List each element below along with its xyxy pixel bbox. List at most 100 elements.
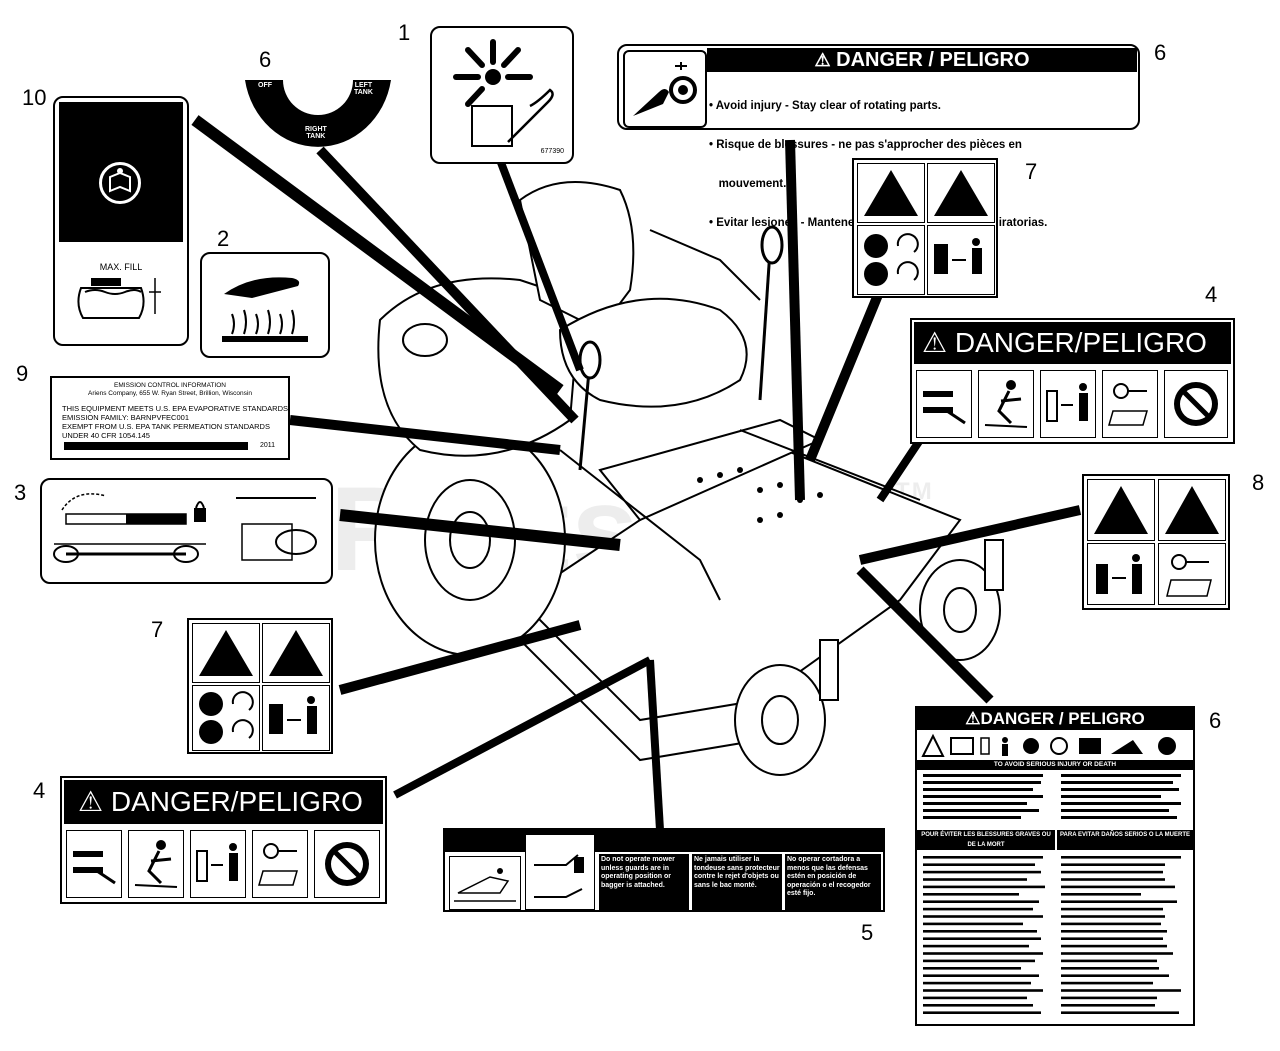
caster-wheel-front bbox=[734, 639, 839, 776]
keep-distance-icon bbox=[927, 225, 995, 295]
callout-7-right: 7 bbox=[1025, 159, 1038, 184]
decal-warning-7-left bbox=[187, 618, 333, 754]
danger-top-line-en: • Avoid injury - Stay clear of rotating … bbox=[709, 100, 941, 112]
footplate bbox=[697, 467, 823, 523]
leader-1 bbox=[496, 158, 584, 372]
decal-fuel-selector bbox=[245, 80, 391, 147]
fine-print-line bbox=[1061, 981, 1153, 985]
danger-4-right-title-bar: ⚠ DANGER/PELIGRO bbox=[914, 322, 1231, 364]
fine-print-line bbox=[923, 930, 1037, 933]
fine-print-line bbox=[923, 878, 1027, 881]
fine-print-line bbox=[923, 907, 1033, 911]
callout-6-top: 6 bbox=[1154, 40, 1167, 65]
fine-print-line bbox=[1061, 989, 1181, 992]
danger-large-es-head: PARA EVITAR DAÑOS SERIOS O LA MUERTE bbox=[1057, 830, 1193, 850]
warning-triangle-6 bbox=[262, 623, 330, 683]
mower-body bbox=[377, 277, 582, 457]
decal-fuel-fill: MAX. FILL bbox=[53, 96, 189, 346]
fine-print-line bbox=[1061, 863, 1165, 866]
leader-3 bbox=[339, 509, 621, 551]
danger-top-title: DANGER / PELIGRO bbox=[836, 49, 1030, 71]
leader-6-large bbox=[856, 566, 994, 704]
callout-10: 10 bbox=[22, 85, 47, 110]
callout-7-left: 7 bbox=[151, 617, 164, 642]
danger-large-en-text-block bbox=[923, 774, 1181, 819]
warning-triangle-3 bbox=[1087, 479, 1155, 541]
fine-print-line bbox=[1061, 930, 1167, 933]
warning-triangle-4 bbox=[1158, 479, 1226, 541]
fine-print-line bbox=[1061, 922, 1161, 926]
fine-print-line bbox=[923, 893, 1019, 896]
leader-4-left bbox=[393, 656, 652, 799]
decal-warning-8 bbox=[1082, 474, 1230, 610]
danger-top-title-bar: ⚠ DANGER / PELIGRO bbox=[707, 48, 1137, 72]
bystander-distance-icon-left bbox=[190, 830, 246, 898]
callout-3: 3 bbox=[14, 480, 27, 505]
blade-rotation-icon bbox=[857, 225, 925, 295]
remove-key-icon-left bbox=[252, 830, 308, 898]
brake-diagram bbox=[53, 493, 317, 563]
callout-5: 5 bbox=[861, 920, 874, 945]
leader-7-right bbox=[805, 288, 885, 462]
fine-print-line bbox=[1061, 1004, 1155, 1007]
fine-print-line bbox=[923, 856, 1043, 859]
thrown-objects-icon bbox=[916, 370, 972, 438]
emission-line-1: THIS EQUIPMENT MEETS U.S. EPA EVAPORATIV… bbox=[62, 404, 289, 413]
fine-print-line bbox=[1061, 885, 1175, 889]
fine-print-line bbox=[1061, 856, 1181, 859]
fine-print-line bbox=[923, 922, 1023, 926]
warning-triangle-5 bbox=[192, 623, 260, 683]
emission-line-2: EMISSION FAMILY: BARNPVFEC001 bbox=[62, 413, 189, 422]
danger-large-title: DANGER / PELIGRO bbox=[980, 709, 1145, 728]
emission-year: 2011 bbox=[260, 442, 276, 449]
read-manual-icon bbox=[99, 162, 141, 204]
emission-title: EMISSION CONTROL INFORMATION bbox=[114, 382, 226, 389]
decal-danger-4-left: ⚠ DANGER/PELIGRO bbox=[60, 776, 387, 904]
steering-levers bbox=[578, 225, 784, 471]
decal-warning-7-right bbox=[852, 158, 998, 298]
warning-triangle-2 bbox=[927, 163, 995, 223]
fine-print-line bbox=[1061, 967, 1159, 970]
decal-5-text-es: No operar cortadora a menos que las defe… bbox=[785, 854, 881, 910]
leader-6-fuel bbox=[316, 146, 579, 424]
leader-5 bbox=[646, 659, 664, 831]
decal-1-part-number: 677390 bbox=[540, 148, 564, 155]
hot-surface-icon bbox=[222, 277, 308, 342]
alert-triangle-icon-left: ⚠ bbox=[78, 786, 104, 817]
thrown-objects-icon-left bbox=[66, 830, 122, 898]
danger-top-line-fr: • Risque de blessures - ne pas s'approch… bbox=[709, 139, 1022, 151]
callout-1: 1 bbox=[398, 20, 411, 45]
decal-danger-rotating: ⚠ DANGER / PELIGRO • Avoid injury - Stay… bbox=[617, 44, 1140, 229]
danger-4-left-title: DANGER/PELIGRO bbox=[110, 786, 363, 817]
fine-print-line bbox=[923, 967, 1021, 970]
fine-print-line bbox=[1061, 937, 1163, 940]
decal-rotating-hand: 677390 bbox=[430, 26, 574, 164]
fine-print-line bbox=[1061, 893, 1141, 896]
no-riders-icon bbox=[1164, 370, 1228, 438]
caster-wheel-right bbox=[919, 539, 1004, 661]
leader-7-left bbox=[338, 620, 582, 695]
fine-print-line bbox=[1061, 907, 1163, 911]
decal-5-text-en: Do not operate mower unless guards are i… bbox=[599, 854, 689, 910]
callout-2: 2 bbox=[217, 226, 230, 251]
emission-barcode-bar bbox=[64, 442, 248, 450]
decal-danger-safety-large: ⚠DANGER / PELIGRO TO AVOID SERIOUS INJUR… bbox=[915, 706, 1195, 1026]
fine-print-line bbox=[923, 944, 1029, 948]
fine-print-line bbox=[923, 959, 1035, 963]
blade-rotation-icon-left bbox=[192, 685, 260, 751]
callout-9: 9 bbox=[16, 361, 29, 386]
fine-print-line bbox=[1061, 1011, 1179, 1014]
slip-hazard-icon-left bbox=[128, 830, 184, 898]
fine-print-line bbox=[1061, 974, 1169, 977]
fuel-right-tank-label: RIGHT TANK bbox=[305, 126, 327, 140]
fine-print-line bbox=[923, 885, 1045, 889]
fine-print-line bbox=[923, 915, 1043, 918]
callout-4-right: 4 bbox=[1205, 282, 1218, 307]
callout-6-large: 6 bbox=[1209, 708, 1222, 733]
danger-4-left-title-bar: ⚠ DANGER/PELIGRO bbox=[64, 780, 383, 824]
keep-distance-icon-left bbox=[262, 685, 330, 751]
decal-hot-surface bbox=[200, 252, 330, 358]
tank-fill-icon bbox=[77, 278, 161, 319]
emission-company: Ariens Company, 655 W. Ryan Street, Bril… bbox=[88, 390, 252, 397]
